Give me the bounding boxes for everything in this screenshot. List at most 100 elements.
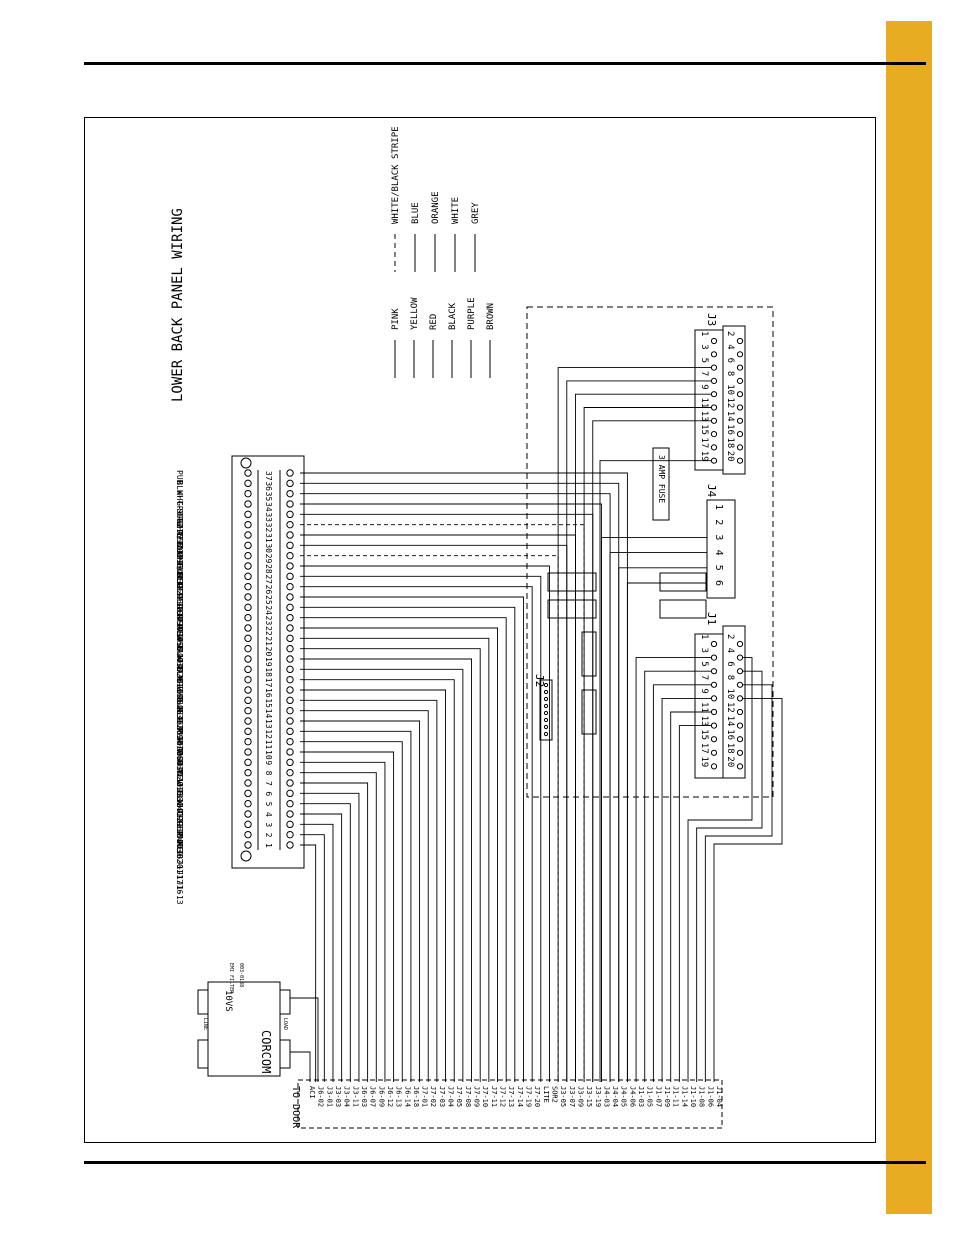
terminal-wire	[300, 782, 369, 1082]
terminal-screw	[286, 582, 294, 591]
terminal-number: 18	[264, 667, 273, 677]
j1-pin	[736, 681, 744, 688]
terminal-number: 1	[264, 843, 273, 848]
door-pin-label: J7-09	[473, 1086, 481, 1107]
door-pin-label: SOR2	[550, 1086, 558, 1103]
j4-pin-number: 3	[713, 534, 724, 540]
fuse-box	[652, 447, 670, 521]
terminal-screw	[286, 727, 294, 736]
j3-pin	[710, 417, 718, 424]
terminal-label: PUR --- J4-02	[175, 718, 184, 781]
gold-side-tab	[886, 21, 932, 1214]
door-pin-label: J3-01	[325, 1086, 333, 1107]
terminal-screw	[286, 479, 294, 488]
control-board-outline	[526, 306, 774, 798]
j3-pin	[736, 431, 744, 438]
j4-pin-number: 6	[713, 580, 724, 586]
terminal-screw	[286, 758, 294, 767]
terminal-screw	[244, 624, 252, 632]
terminal-wire	[300, 823, 334, 1082]
terminal-screw	[286, 520, 294, 529]
terminal-label: WHT --- J3-14	[175, 749, 184, 812]
j3-pin	[736, 337, 744, 345]
j1-wire	[713, 697, 783, 1082]
j1-pin	[736, 668, 744, 675]
terminal-screw	[286, 810, 294, 818]
door-pin-label: J7-03	[438, 1086, 446, 1107]
relay-block	[581, 689, 597, 735]
terminal-label: WHT --- J6-18	[175, 635, 184, 698]
terminal-screw	[244, 665, 252, 674]
j3-pin-number: 4	[725, 344, 735, 349]
j1-pin-number: 9	[699, 688, 709, 693]
j1-pin	[710, 640, 718, 648]
terminal-label: ORG --- J7-14	[175, 511, 184, 574]
door-pin-label: J6-12	[386, 1086, 394, 1107]
terminal-number: 23	[264, 616, 273, 626]
j3-wire	[583, 407, 711, 1082]
door-pin-label: J1-05	[646, 1086, 654, 1107]
door-pin-label: J6-09	[377, 1086, 385, 1107]
terminal-wire	[300, 813, 343, 1082]
legend-item: YELLOW	[410, 297, 420, 330]
j3-pin-number: 9	[699, 384, 709, 389]
terminal-wire	[300, 575, 542, 1082]
door-pin-label: J7-19	[524, 1086, 532, 1107]
terminal-screw	[286, 748, 294, 756]
terminal-screw	[286, 531, 294, 539]
j1-pin-number: 18	[725, 743, 735, 754]
terminal-screw	[244, 706, 252, 715]
terminal-screw	[286, 841, 294, 849]
j1-pin	[736, 695, 744, 702]
j2-pin	[543, 696, 549, 702]
terminal-number: 26	[264, 585, 273, 595]
door-pin-label: J6-14	[403, 1086, 411, 1107]
terminal-screw	[244, 768, 252, 777]
j3-pin-number: 6	[725, 358, 735, 363]
j1-pin-number: 16	[725, 729, 735, 740]
bottom-rule	[84, 1161, 926, 1164]
door-pin-label: J4-04	[611, 1086, 619, 1107]
terminal-screw	[244, 717, 252, 725]
terminal-number: 16	[264, 688, 273, 698]
j3-pin-number: 19	[699, 451, 709, 462]
terminal-label: RED --- J7-02	[175, 615, 184, 678]
j3-pin-number: 18	[725, 437, 735, 448]
j3-pin-number: 5	[699, 358, 709, 363]
terminal-screw	[244, 686, 252, 694]
door-pin-label: J6-02	[317, 1086, 325, 1107]
terminal-screw	[244, 469, 252, 477]
terminal-number: 4	[264, 812, 273, 817]
j1-wire	[704, 684, 773, 1082]
j3-pin	[736, 404, 744, 411]
legend-item: BROWN	[486, 303, 496, 330]
j3-pin-number: 3	[699, 344, 709, 349]
j1-pin	[710, 695, 718, 702]
terminal-wire	[300, 834, 325, 1082]
j1-label: J1	[705, 612, 718, 625]
terminal-label: WHT --- J3-12	[175, 759, 184, 822]
terminal-wire	[300, 596, 524, 1082]
door-pin-label: J3-05	[559, 1086, 567, 1107]
j1-pin-number: 2	[725, 634, 735, 639]
door-pin-label: J3-15	[585, 1086, 593, 1107]
j3-pin	[710, 404, 718, 411]
terminal-wire	[300, 679, 455, 1082]
j2-pin	[543, 682, 549, 688]
door-pin-label: J6-18	[412, 1086, 420, 1107]
terminal-screw	[244, 810, 252, 818]
j4-pin-number: 5	[713, 565, 724, 571]
j3-pin	[736, 457, 744, 464]
door-connector	[297, 1079, 723, 1129]
door-pin-label: J3-03	[334, 1086, 342, 1107]
terminal-wire	[300, 555, 559, 1082]
ground-screw	[240, 457, 252, 469]
door-pin-label: LITE	[542, 1086, 550, 1103]
line-label: LINE	[202, 1018, 208, 1030]
terminal-screw	[244, 789, 252, 798]
terminal-label: ORG --- J6-09	[175, 677, 184, 740]
terminal-number: 35	[264, 492, 273, 502]
terminal-screw	[244, 489, 252, 498]
legend-item: WHITE/BLACK STRIPE	[391, 126, 401, 224]
door-pin-label: J4-03	[602, 1086, 610, 1107]
